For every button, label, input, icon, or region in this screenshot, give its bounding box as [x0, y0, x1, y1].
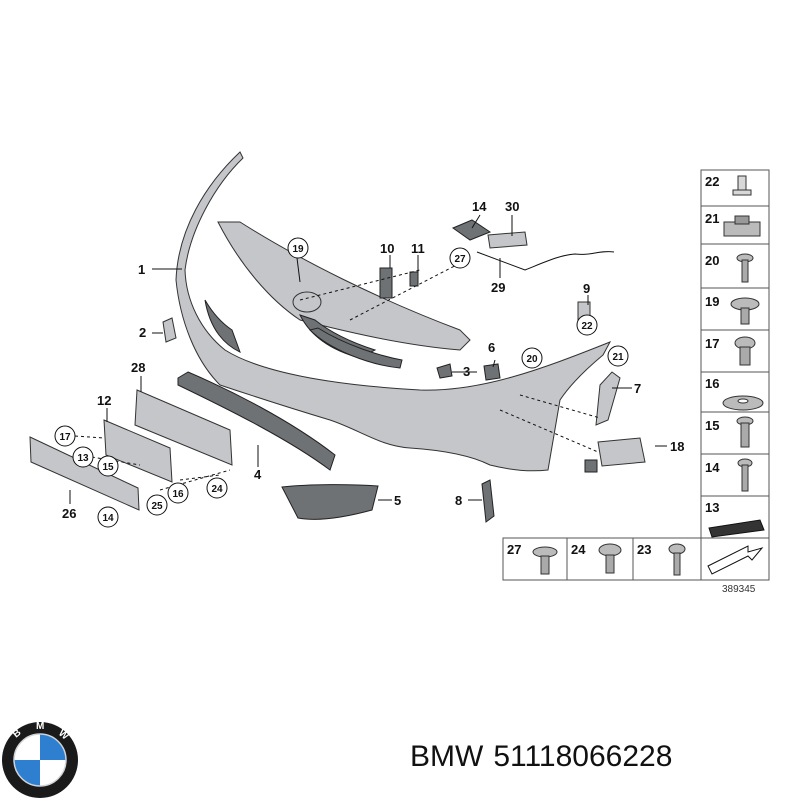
callout-9: 9 — [583, 281, 590, 296]
callout-25: 26 — [62, 506, 76, 521]
callout-1: 1 — [138, 262, 145, 277]
part-3 — [436, 363, 453, 379]
expansion-rivet-icon — [532, 546, 558, 575]
legend-24: 24 — [571, 542, 586, 557]
side-intake-left — [204, 299, 241, 353]
direction-arrow-icon — [707, 545, 764, 575]
legend-14: 14 — [705, 460, 720, 475]
legend-13: 13 — [705, 500, 719, 515]
callout-13: 13 — [77, 453, 89, 464]
callout-29: 30 — [505, 199, 519, 214]
part-2-bracket — [162, 317, 177, 343]
push-clip-icon — [732, 175, 752, 196]
brand-logo: B M W — [2, 721, 78, 798]
leader-lines — [69, 214, 667, 504]
emblem-recess — [292, 291, 322, 313]
part-18-clip — [584, 459, 598, 473]
drawing-number: 389345 — [722, 584, 756, 595]
part-18-bracket — [597, 437, 646, 467]
callout-20: 20 — [526, 354, 538, 365]
callout-8: 8 — [455, 493, 462, 508]
tapping-screw-icon — [668, 543, 686, 576]
svg-text:M: M — [36, 721, 44, 732]
part-11 — [409, 271, 419, 287]
callout-19: 19 — [292, 244, 304, 255]
washer-screw-icon — [730, 297, 760, 325]
bumper-shell — [175, 151, 612, 472]
callout-14: 14 — [102, 513, 114, 524]
callout-5: 5 — [394, 493, 401, 508]
callout-24: 25 — [151, 501, 163, 512]
spring-nut-icon — [723, 215, 761, 237]
part-number: 51118066228 — [493, 740, 673, 773]
callout-10: 10 — [380, 241, 394, 256]
callout-18: 18 — [670, 439, 684, 454]
side-grille — [281, 484, 379, 520]
part-8-trim — [481, 479, 495, 523]
kidney-opening-right — [309, 327, 403, 369]
legend-21: 21 — [705, 211, 719, 226]
part-30 — [451, 219, 492, 241]
callout-17: 17 — [59, 432, 71, 443]
circled-callouts: 19 27 22 20 21 17 13 15 16 25 24 14 — [54, 237, 629, 528]
plate-bracket — [103, 419, 173, 483]
foam-pad-icon — [708, 519, 765, 538]
callout-22: 22 — [581, 321, 593, 332]
screw-icon — [736, 253, 754, 283]
callout-28: 29 — [491, 280, 505, 295]
long-screw-icon — [737, 458, 753, 492]
callout-15: 15 — [102, 462, 114, 473]
callout-16: 16 — [172, 489, 184, 500]
legend-27: 27 — [507, 542, 521, 557]
callout-27: 27 — [454, 254, 466, 265]
legend-22: 22 — [705, 174, 719, 189]
legend-15: 15 — [705, 418, 719, 433]
callout-26: 28 — [131, 360, 145, 375]
legend-16: 16 — [705, 376, 719, 391]
legend-17: 17 — [705, 336, 719, 351]
callout-labels: 1 2 3 4 5 6 7 8 9 10 11 12 18 26 28 29 3… — [62, 199, 684, 521]
callout-23: 24 — [211, 484, 223, 495]
callout-12: 12 — [97, 393, 111, 408]
callout-6: 6 — [488, 340, 495, 355]
part-10 — [379, 267, 393, 299]
callout-21: 21 — [612, 352, 624, 363]
brand-name: BMW — [410, 740, 484, 773]
washer-icon — [722, 395, 764, 411]
lower-grille — [177, 371, 336, 471]
bottom-fastener-row: 27 24 23 — [502, 537, 702, 581]
callout-2: 2 — [139, 325, 146, 340]
part-6 — [483, 363, 501, 381]
callout-7: 7 — [634, 381, 641, 396]
legend-20: 20 — [705, 253, 719, 268]
plate-holder — [134, 389, 233, 466]
part-28-cable — [476, 251, 615, 271]
callout-30: 14 — [472, 199, 487, 214]
part-29 — [487, 231, 528, 249]
fastener-legend: 22 21 20 19 17 16 15 14 13 — [700, 169, 770, 581]
part-caption: BMW 51118066228 — [410, 740, 682, 774]
callout-11: 11 — [411, 241, 425, 256]
part-7 — [595, 371, 621, 426]
legend-19: 19 — [705, 294, 719, 309]
legend-23: 23 — [637, 542, 651, 557]
bolt-icon — [736, 416, 754, 448]
flange-screw-icon — [734, 336, 756, 366]
callout-3: 3 — [463, 364, 470, 379]
button-head-screw-icon — [598, 543, 622, 574]
upper-trim — [217, 221, 471, 351]
callout-4: 4 — [254, 467, 262, 482]
